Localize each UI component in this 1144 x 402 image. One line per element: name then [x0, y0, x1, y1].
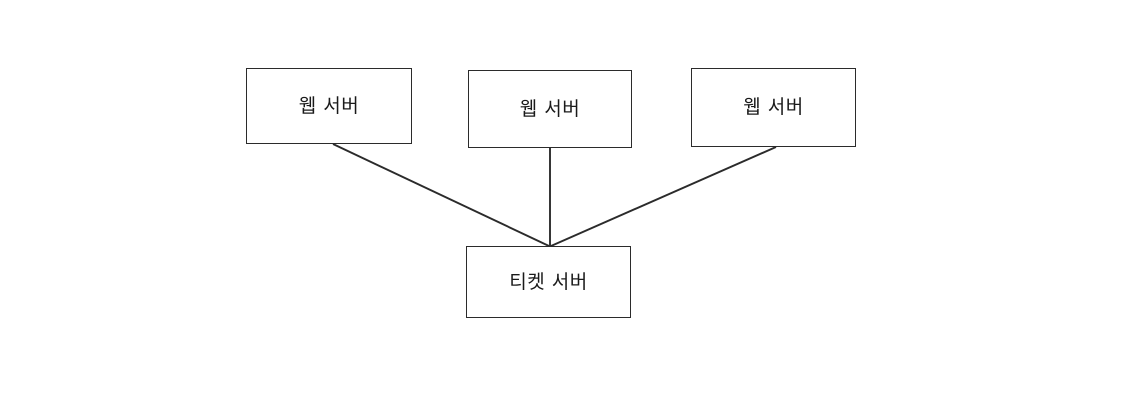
- node-web-server-1[interactable]: 웹 서버: [246, 68, 412, 144]
- node-label-ticket-server: 티켓 서버: [509, 270, 588, 293]
- node-label-web-server-3: 웹 서버: [743, 96, 804, 118]
- node-label-web-server-2: 웹 서버: [519, 97, 581, 120]
- edge-web-server-1-to-ticket-server: [332, 143, 550, 247]
- node-ticket-server[interactable]: 티켓 서버: [466, 246, 631, 318]
- node-web-server-2[interactable]: 웹 서버: [468, 70, 632, 148]
- node-label-web-server-1: 웹 서버: [298, 94, 360, 117]
- node-web-server-3[interactable]: 웹 서버: [691, 68, 856, 147]
- edge-web-server-3-to-ticket-server: [550, 146, 777, 247]
